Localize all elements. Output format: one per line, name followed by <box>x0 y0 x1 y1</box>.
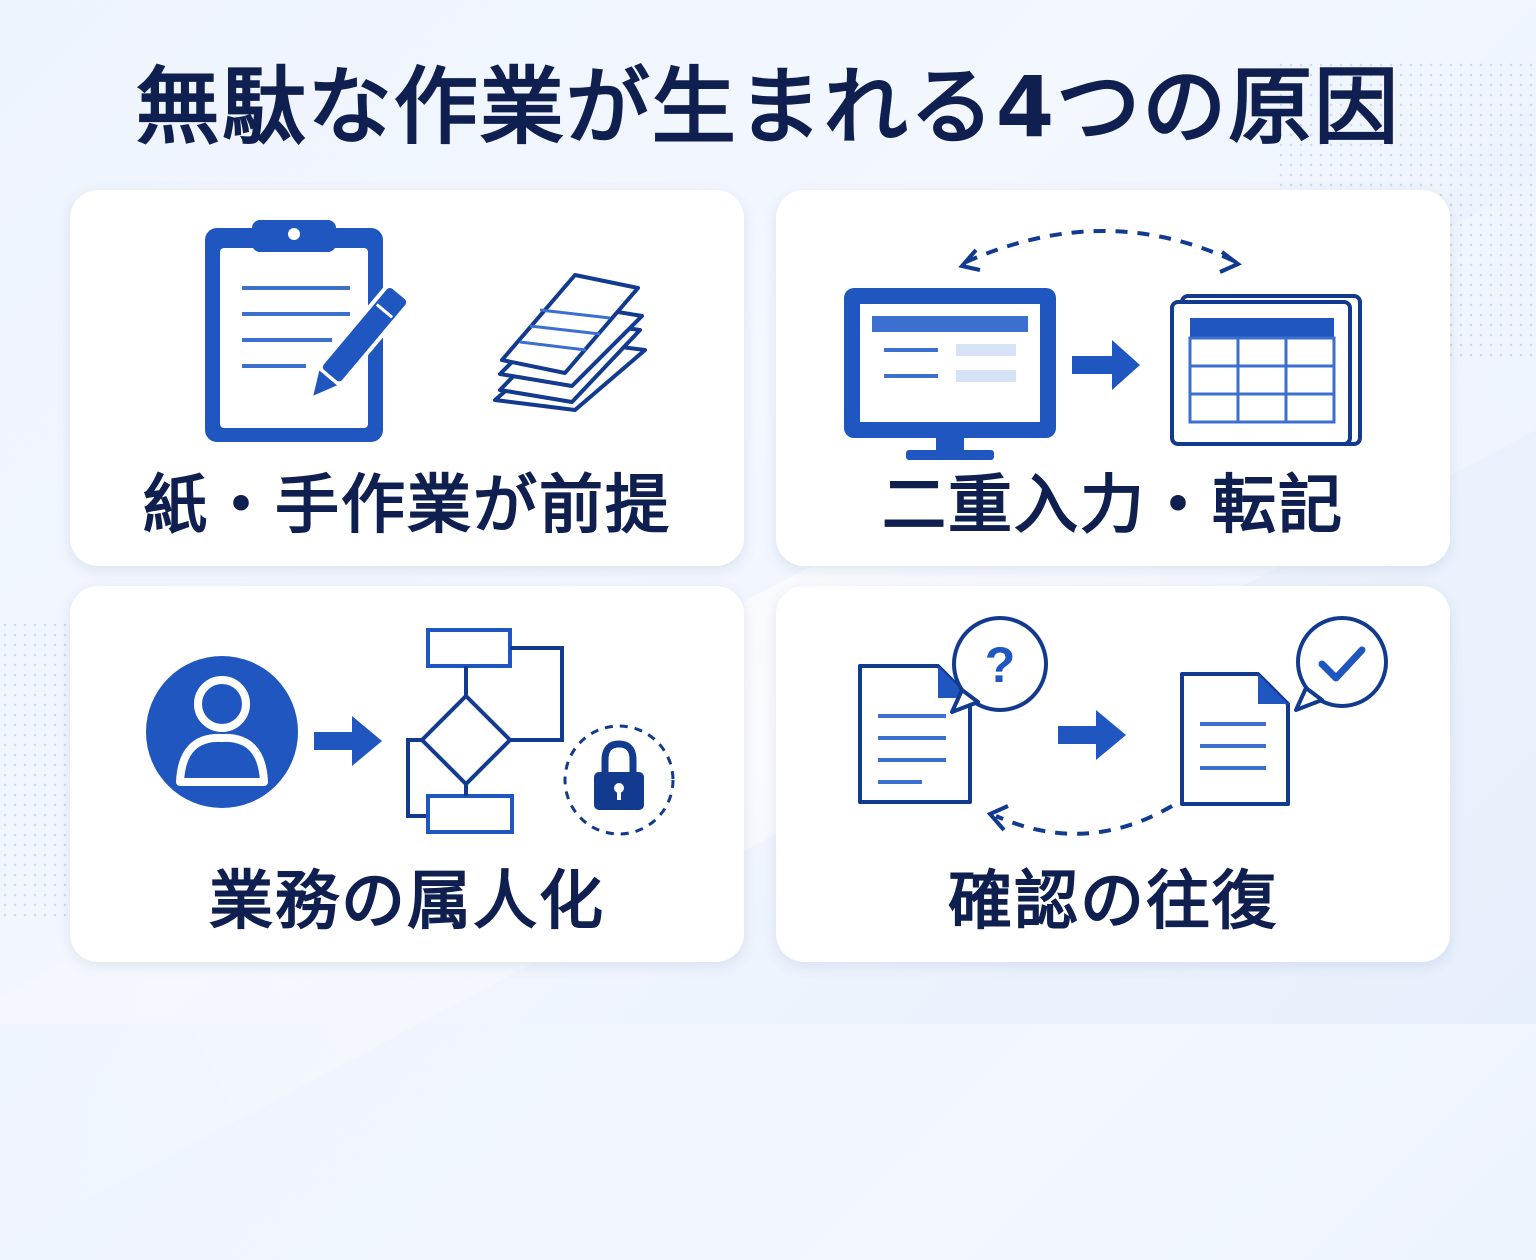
check-bubble-icon <box>1294 616 1388 712</box>
card-personalization-illustration <box>146 628 675 836</box>
pen-icon <box>308 283 411 401</box>
arrow-right-icon <box>1072 340 1140 390</box>
flowchart-icon <box>406 628 564 834</box>
card-paper-illustration <box>205 220 647 442</box>
card-confirmation-illustration: ? <box>858 616 1388 836</box>
document-icon <box>858 664 972 804</box>
lock-icon <box>563 724 675 836</box>
dashed-return-arrow-icon <box>986 804 1174 836</box>
dashed-sync-arrow-icon <box>958 229 1242 274</box>
question-bubble-icon: ? <box>950 616 1048 714</box>
card-label: 確認の往復 <box>948 865 1278 939</box>
arrow-right-icon <box>1058 710 1126 760</box>
card-double-entry: 二重入力・転記 <box>776 190 1450 566</box>
paper-stack-icon <box>493 273 647 412</box>
page-title: 無駄な作業が生まれる4つの原因 <box>135 58 1401 156</box>
monitor-icon <box>844 288 1056 460</box>
card-double-entry-illustration <box>844 229 1362 460</box>
question-mark: ? <box>985 637 1016 693</box>
card-label: 業務の属人化 <box>209 865 605 939</box>
card-personalization: 業務の属人化 <box>70 586 744 962</box>
document-icon <box>1180 672 1290 806</box>
card-label: 二重入力・転記 <box>882 469 1344 543</box>
arrow-right-icon <box>314 716 382 766</box>
card-paper-manual: 紙・手作業が前提 <box>70 190 744 566</box>
card-confirmation-loop: ? 確認の往復 <box>776 586 1450 962</box>
person-icon <box>146 656 298 808</box>
spreadsheet-icon <box>1170 294 1362 446</box>
card-label: 紙・手作業が前提 <box>143 469 671 543</box>
